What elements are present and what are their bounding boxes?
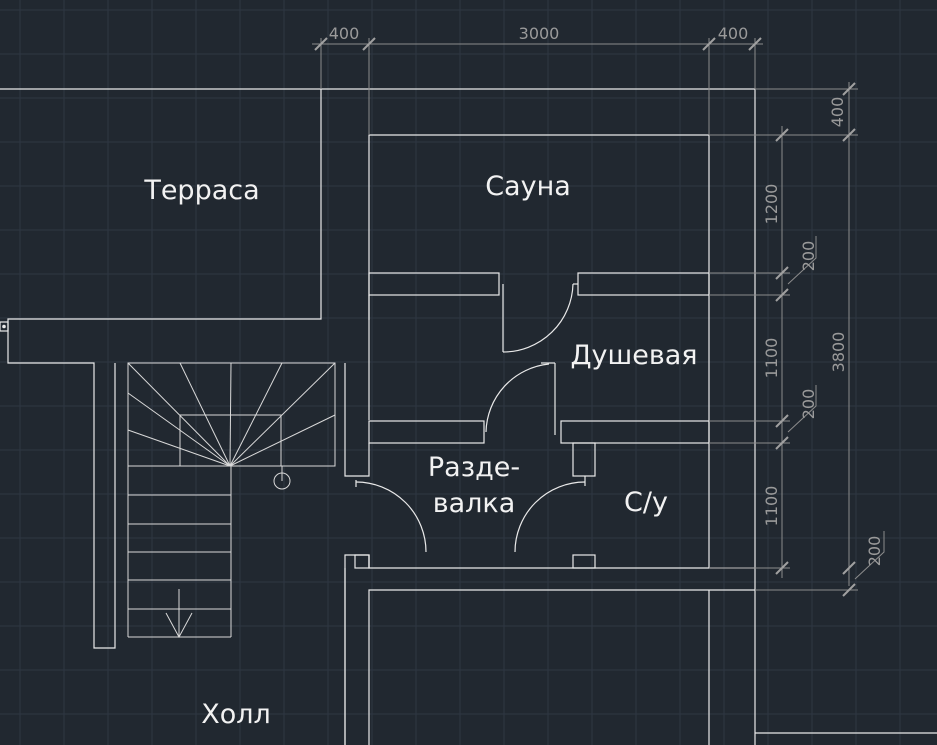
right-tick-135: [775, 128, 789, 142]
dressing-door-swing: [355, 481, 427, 553]
right-tick-295: [775, 288, 789, 302]
dim-top-middle: 3000: [519, 24, 560, 43]
stair-winder-tread: [229, 414, 336, 467]
sauna-door-swing: [502, 283, 574, 353]
dim-right-1100-a: 1100: [762, 338, 781, 379]
room-label-hall: Холл: [201, 699, 271, 730]
top-tick-4: [748, 37, 762, 51]
right-tick-568: [775, 561, 789, 575]
lower-partition: [344, 554, 755, 745]
top-tick-2: [362, 37, 376, 51]
room-label-dressing-line1: Разде-: [428, 452, 520, 483]
dim-right-200-c: 200: [865, 536, 884, 567]
staircase: [127, 362, 336, 639]
right-tick-273: [775, 266, 789, 280]
shower-door-swing: [485, 363, 550, 433]
partition-sauna-right: [577, 272, 710, 296]
dim-top-right: 400: [718, 24, 749, 43]
stair-winder-tread: [229, 362, 336, 467]
hall-inner-wall: [368, 589, 709, 745]
doors: [355, 283, 586, 553]
stair-arrow-head: [165, 612, 193, 639]
wc-wall-stub: [572, 442, 596, 477]
room-label-terrace: Терраса: [143, 175, 259, 206]
top-tick-1: [314, 37, 328, 51]
room-labels: Терраса Сауна Душевая Разде- валка С/у Х…: [143, 171, 697, 730]
right-tick-421: [775, 414, 789, 428]
right-tick-443: [775, 436, 789, 450]
terrace-outline: [0, 88, 322, 649]
door-jamb-left: [354, 554, 370, 569]
terrace-marker-dot: [2, 324, 6, 329]
stair-winder-tread: [127, 429, 231, 467]
right-tick-89: [842, 82, 856, 96]
room-label-sauna: Сауна: [485, 171, 571, 202]
leader-200-a: [787, 236, 817, 285]
door-jamb-right: [572, 554, 596, 569]
dim-right-200-a: 200: [799, 241, 818, 272]
sauna-walls: [368, 134, 709, 320]
dim-right-400: 400: [828, 97, 847, 128]
wc-door-swing: [514, 481, 586, 553]
partition-shower-left: [368, 420, 485, 444]
dim-right-1200: 1200: [762, 184, 781, 225]
dim-right-200-b: 200: [799, 389, 818, 420]
room-label-shower: Душевая: [570, 340, 697, 371]
walls: [0, 88, 937, 745]
terrace-marker: [0, 321, 9, 332]
stair-winder-tread: [179, 362, 231, 467]
dim-top-left: 400: [329, 24, 360, 43]
dim-right-3800: 3800: [829, 332, 848, 373]
dressing-left-wall: [344, 363, 370, 477]
stair-winder-tread: [229, 362, 232, 467]
room-label-dressing-line2: валка: [433, 488, 516, 519]
leader-200-b: [787, 385, 817, 433]
top-tick-3: [702, 37, 716, 51]
right-tick-135-outer: [842, 128, 856, 142]
room-label-wc: С/у: [624, 487, 668, 518]
dim-right-1100-b: 1100: [762, 486, 781, 527]
right-tick-590: [842, 583, 856, 597]
dimension-labels: 400 3000 400 400 1200 200 1100 3800 200 …: [329, 24, 884, 566]
stair-winder-tread: [127, 392, 231, 467]
partition-shower-right: [560, 420, 710, 444]
right-tick-568-outer: [842, 561, 856, 575]
stair-winder-tread: [127, 362, 231, 467]
leader-200-c: [854, 531, 885, 580]
dimension-lines: [312, 37, 885, 597]
partition-sauna-left: [368, 272, 500, 296]
stair-winder-tread: [229, 362, 283, 467]
